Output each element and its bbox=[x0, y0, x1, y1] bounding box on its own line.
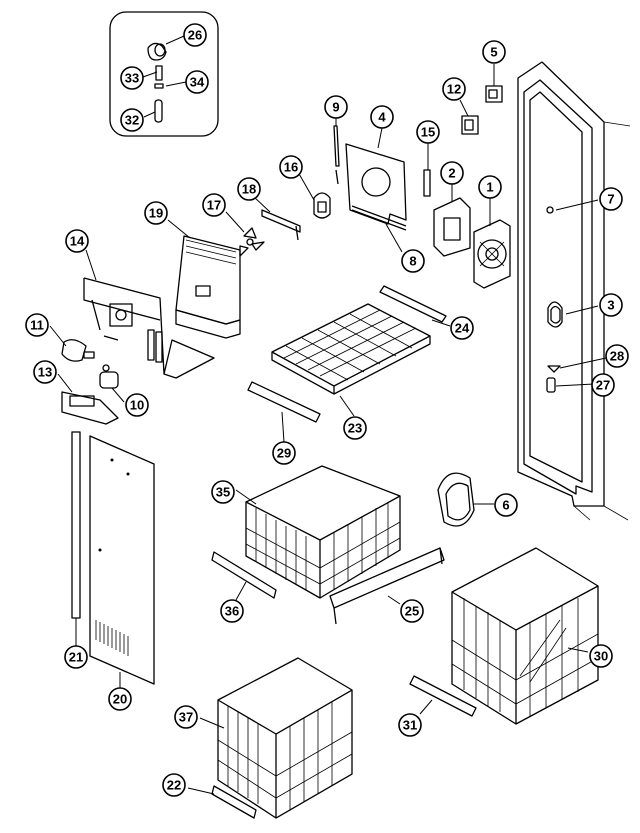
rear-panel bbox=[71, 431, 155, 685]
callout-37: 37 bbox=[174, 705, 198, 729]
callout-27: 27 bbox=[591, 373, 615, 397]
callout-26: 26 bbox=[183, 23, 207, 47]
callout-18: 18 bbox=[237, 177, 261, 201]
svg-text:28: 28 bbox=[610, 349, 624, 364]
svg-text:27: 27 bbox=[596, 378, 610, 393]
svg-text:25: 25 bbox=[405, 604, 419, 619]
callout-28: 28 bbox=[605, 344, 629, 368]
control-housing bbox=[61, 235, 241, 425]
svg-text:2: 2 bbox=[448, 166, 455, 181]
svg-text:29: 29 bbox=[277, 446, 291, 461]
svg-text:24: 24 bbox=[455, 321, 470, 336]
svg-text:13: 13 bbox=[38, 365, 52, 380]
svg-text:7: 7 bbox=[607, 192, 614, 207]
door-liner bbox=[517, 61, 631, 521]
svg-text:17: 17 bbox=[207, 198, 221, 213]
svg-text:14: 14 bbox=[70, 234, 85, 249]
callout-4: 4 bbox=[370, 105, 394, 129]
callout-7: 7 bbox=[599, 187, 623, 211]
callout-20: 20 bbox=[108, 687, 132, 711]
inset-box bbox=[109, 11, 219, 137]
svg-text:4: 4 bbox=[378, 110, 386, 125]
callout-6: 6 bbox=[494, 493, 518, 517]
callout-11: 11 bbox=[25, 313, 49, 337]
callout-34: 34 bbox=[185, 70, 209, 94]
wire-shelf bbox=[247, 285, 447, 423]
callout-10: 10 bbox=[125, 393, 149, 417]
svg-text:9: 9 bbox=[332, 100, 339, 115]
callout-35: 35 bbox=[211, 480, 235, 504]
callout-25: 25 bbox=[400, 599, 424, 623]
callout-2: 2 bbox=[440, 161, 464, 185]
part-6 bbox=[437, 472, 475, 527]
svg-text:36: 36 bbox=[225, 604, 239, 619]
svg-text:26: 26 bbox=[188, 28, 202, 43]
callout-16: 16 bbox=[279, 155, 303, 179]
svg-text:37: 37 bbox=[179, 710, 193, 725]
callout-22: 22 bbox=[162, 773, 186, 797]
callout-15: 15 bbox=[416, 120, 440, 144]
callout-3: 3 bbox=[599, 293, 623, 317]
callout-33: 33 bbox=[120, 66, 144, 90]
svg-text:12: 12 bbox=[447, 82, 461, 97]
callout-31: 31 bbox=[398, 713, 422, 737]
svg-text:18: 18 bbox=[242, 182, 256, 197]
callout-12: 12 bbox=[442, 77, 466, 101]
callout-13: 13 bbox=[33, 360, 57, 384]
svg-text:22: 22 bbox=[167, 778, 181, 793]
svg-text:19: 19 bbox=[149, 206, 163, 221]
callout-23: 23 bbox=[343, 416, 367, 440]
svg-text:3: 3 bbox=[607, 298, 614, 313]
svg-text:8: 8 bbox=[409, 254, 416, 269]
callout-21: 21 bbox=[64, 645, 88, 669]
svg-text:10: 10 bbox=[130, 398, 144, 413]
callout-30: 30 bbox=[589, 644, 613, 668]
svg-text:21: 21 bbox=[69, 650, 83, 665]
leader-lines bbox=[49, 35, 607, 795]
svg-text:33: 33 bbox=[125, 71, 139, 86]
callout-5: 5 bbox=[482, 40, 506, 64]
callout-32: 32 bbox=[120, 108, 144, 132]
callout-8: 8 bbox=[401, 249, 425, 273]
fan-assembly bbox=[239, 85, 511, 289]
svg-text:23: 23 bbox=[348, 421, 362, 436]
basket-37 bbox=[211, 657, 353, 819]
svg-text:11: 11 bbox=[30, 318, 44, 333]
callout-24: 24 bbox=[450, 316, 474, 340]
svg-text:32: 32 bbox=[125, 113, 139, 128]
svg-text:34: 34 bbox=[190, 75, 205, 90]
basket-30 bbox=[409, 547, 599, 725]
svg-text:20: 20 bbox=[113, 692, 127, 707]
callout-36: 36 bbox=[220, 599, 244, 623]
svg-text:16: 16 bbox=[284, 160, 298, 175]
svg-text:30: 30 bbox=[594, 649, 608, 664]
svg-text:15: 15 bbox=[421, 125, 435, 140]
svg-text:5: 5 bbox=[490, 45, 497, 60]
svg-text:31: 31 bbox=[403, 718, 417, 733]
callout-1: 1 bbox=[478, 175, 502, 199]
callout-19: 19 bbox=[144, 201, 168, 225]
callout-17: 17 bbox=[202, 193, 226, 217]
svg-text:6: 6 bbox=[502, 498, 509, 513]
basket-35 bbox=[211, 465, 445, 625]
callout-14: 14 bbox=[65, 229, 89, 253]
svg-text:1: 1 bbox=[486, 180, 493, 195]
callout-29: 29 bbox=[272, 441, 296, 465]
svg-text:35: 35 bbox=[216, 485, 230, 500]
callout-9: 9 bbox=[324, 95, 348, 119]
